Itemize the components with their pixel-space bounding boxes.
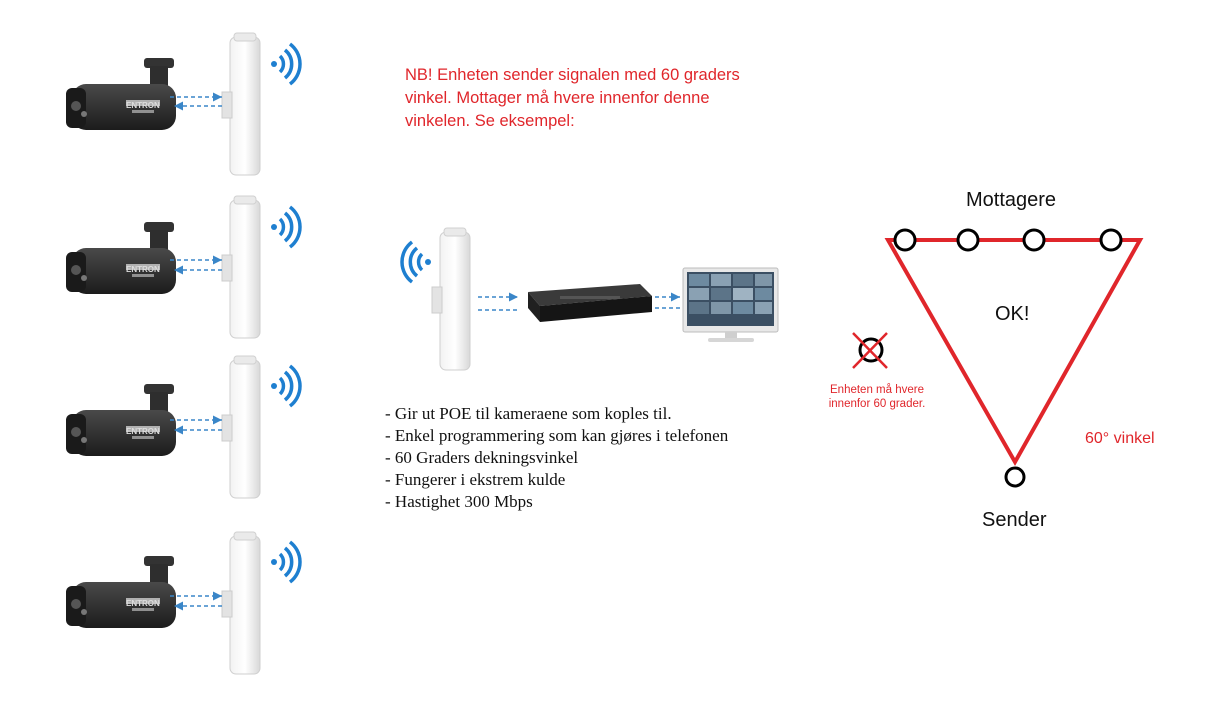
camera-brand: ENTRON: [126, 101, 160, 110]
feature-item: - 60 Graders dekningsvinkel: [385, 448, 579, 467]
camera-icon: [66, 556, 176, 628]
receiver-circle: [1099, 228, 1123, 252]
receiver-circle: [893, 228, 917, 252]
angle-label: 60° vinkel: [1085, 430, 1155, 447]
camera-brand: ENTRON: [126, 427, 160, 436]
antenna-icon: [221, 531, 261, 675]
camera-brand: ENTRON: [126, 265, 160, 274]
angle-note: NB! Enheten sender signalen med 60 grade…: [405, 64, 785, 133]
coverage-triangle: [884, 238, 1144, 467]
wifi-icon: [269, 205, 302, 249]
camera-icon: [66, 58, 176, 130]
antenna-icon: [221, 195, 261, 339]
feature-item: - Enkel programmering som kan gjøres i t…: [385, 426, 729, 445]
outside-note-line: Enheten må hvere: [830, 384, 924, 396]
antenna-icon: [221, 32, 261, 176]
coverage-diagram: [852, 228, 1144, 488]
outside-note: Enheten må hvere innenfor 60 grader.: [812, 383, 942, 411]
monitor-icon: [682, 267, 779, 342]
antenna-icon: [431, 227, 471, 371]
wifi-icon: [269, 42, 302, 86]
camera-brand: ENTRON: [126, 599, 160, 608]
wifi-icon: [400, 240, 433, 284]
feature-item: - Gir ut POE til kameraene som koples ti…: [385, 404, 672, 423]
central-setup: [400, 227, 779, 371]
feature-item: - Fungerer i ekstrem kulde: [385, 470, 566, 489]
features-list: - Gir ut POE til kameraene som koples ti…: [385, 403, 728, 513]
angle-note-line: vinkelen. Se eksempel:: [405, 112, 575, 130]
ok-label: OK!: [995, 303, 1030, 325]
camera-icon: [66, 384, 176, 456]
camera-row-3: [66, 355, 302, 499]
sender-circle: [1004, 466, 1026, 488]
camera-icon: [66, 222, 176, 294]
nvr-icon: [528, 284, 652, 322]
antenna-icon: [221, 355, 261, 499]
camera-row-1: [66, 32, 302, 176]
feature-item: - Hastighet 300 Mbps: [385, 492, 533, 511]
angle-note-line: NB! Enheten sender signalen med 60 grade…: [405, 66, 740, 84]
receivers-label: Mottagere: [966, 189, 1057, 211]
receiver-circle: [1022, 228, 1046, 252]
wifi-icon: [269, 540, 302, 584]
camera-row-4: [66, 531, 302, 675]
receiver-circle: [956, 228, 980, 252]
sender-label: Sender: [982, 509, 1047, 531]
cross-icon: [852, 332, 888, 369]
wifi-icon: [269, 364, 302, 408]
outside-note-line: innenfor 60 grader.: [828, 398, 926, 410]
camera-row-2: [66, 195, 302, 339]
angle-note-line: vinkel. Mottager må hvere innenfor denne: [405, 89, 710, 107]
